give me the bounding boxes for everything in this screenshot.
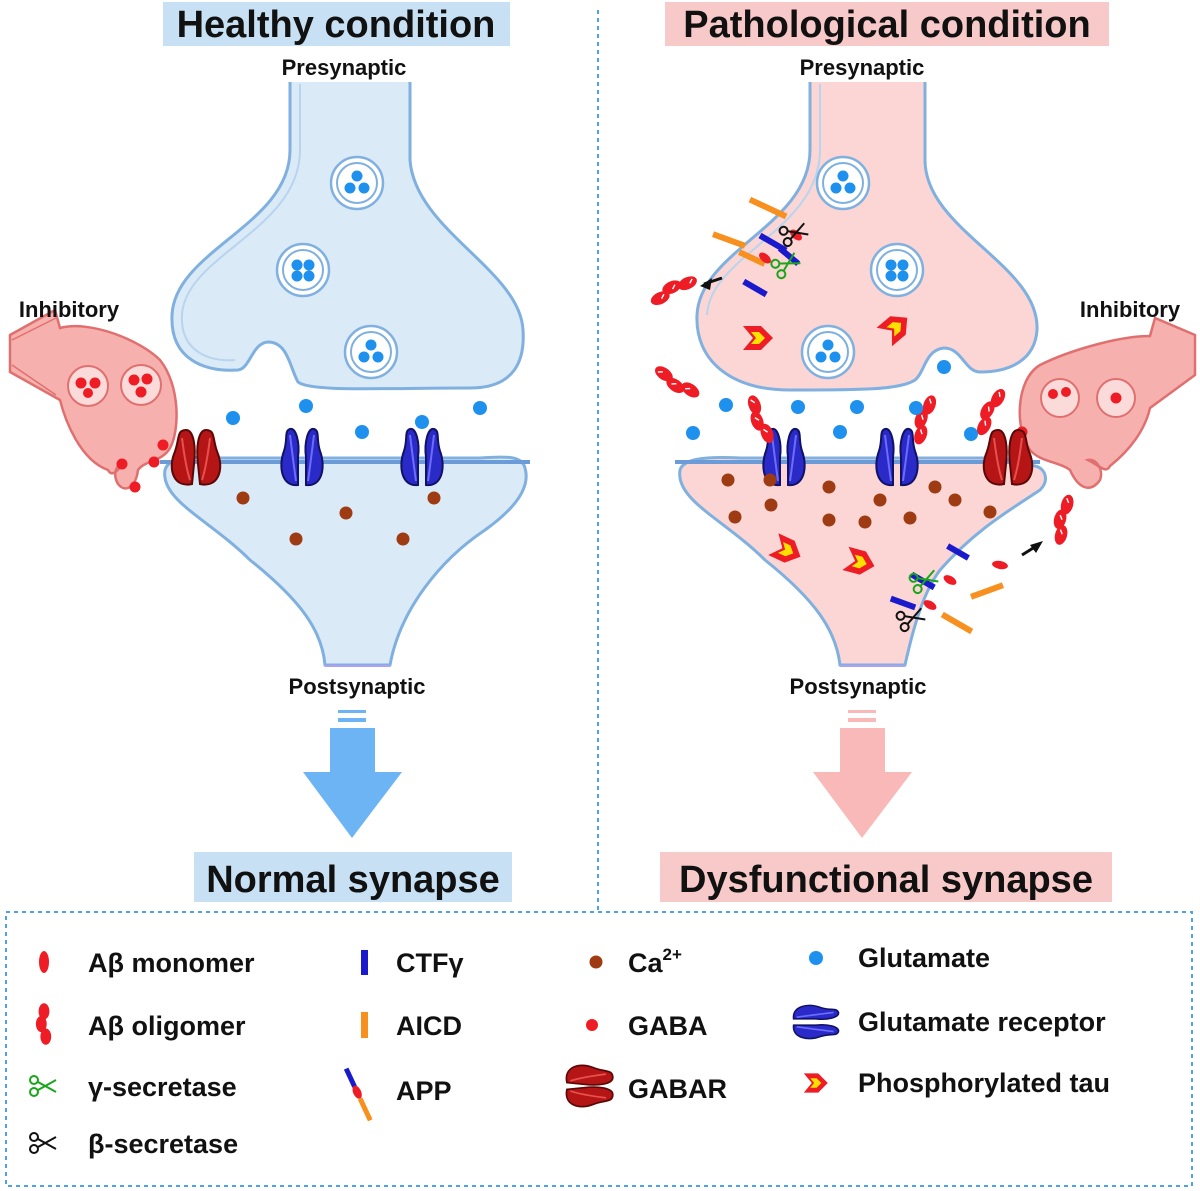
pathological-inhibitory-vesicle-1 [1040,378,1080,418]
healthy-result-bg [194,852,512,902]
pathological-title: Pathological condition [683,4,1090,46]
gamma-secretase-icon [29,1075,57,1097]
legend-calcium-sup: 2+ [663,945,682,964]
phospho-tau-icon [803,1073,828,1093]
pathological-calcium-group [721,473,997,529]
legend-gamma-secretase: γ-secretase [88,1072,237,1102]
gaba-icon [586,1019,598,1031]
pathological-presynaptic-label: Presynaptic [800,55,925,80]
healthy-gaba-dot [116,458,128,470]
legend-beta-secretase: β-secretase [88,1129,238,1159]
healthy-glutamate-dot [473,401,487,415]
legend-gabar: GABAR [628,1074,727,1104]
healthy-postsynaptic-label: Postsynaptic [289,674,426,699]
pathological-result: Dysfunctional synapse [679,859,1093,901]
calcium-icon [589,955,603,969]
pathological-glutamate-dot [719,398,733,412]
pathological-glutamate-dot [909,401,923,415]
healthy-gaba-dot [157,439,169,451]
pathological-postsynaptic-label: Postsynaptic [790,674,927,699]
legend-glutamate: Glutamate [858,943,990,973]
legend-phospho-tau: Phosphorylated tau [858,1068,1110,1098]
healthy-calcium-dot [396,532,410,546]
legend-calcium-base: Ca [628,948,663,978]
pathological-oligomer [649,360,703,406]
pathological-glutamate-dot [850,400,864,414]
legend-calcium: Ca2+ [628,945,682,978]
legend-ab-oligomer: Aβ oligomer [88,1011,246,1041]
pathological-oligomer [645,270,701,309]
healthy-vesicle-2 [275,242,331,298]
healthy-inhibitory-vesicle-1 [67,365,109,407]
pathological-glutamate-dot [686,426,700,440]
healthy-glutamate-dot [415,415,429,429]
healthy-presynaptic-terminal [170,82,525,391]
ctf-gamma-icon [361,950,368,975]
healthy-gaba-dot [148,456,160,468]
healthy-vesicle-3 [343,324,399,380]
beta-secretase-icon [29,1132,57,1154]
pathological-inhibitory-label: Inhibitory [1080,297,1181,322]
legend-aicd: AICD [396,1011,462,1041]
healthy-postsynaptic-terminal [163,455,528,667]
healthy-panel: Healthy condition Presynaptic Postsynapt… [8,2,530,902]
pathological-vesicle-1 [815,155,871,211]
legend-box [5,911,1193,1187]
healthy-result: Normal synapse [206,859,500,901]
pathological-glutamate-dot [833,425,847,439]
healthy-vesicle-1 [329,155,385,211]
legend-glutamate-receptor: Glutamate receptor [858,1007,1106,1037]
healthy-glutamate-dot [226,411,240,425]
pathological-app-cluster-pre [645,196,811,309]
pathological-oligomer [1047,491,1079,547]
healthy-presynaptic-label: Presynaptic [282,55,407,80]
pathological-title-bg [665,2,1109,46]
healthy-inhibitory-label: Inhibitory [19,297,120,322]
pathological-oligomer [741,392,777,448]
pathological-result-bg [660,852,1112,902]
ab-monomer-icon [39,951,49,973]
glutamate-icon [809,951,823,965]
legend-gaba: GABA [628,1011,708,1041]
pathological-vesicle-2 [869,242,925,298]
healthy-calcium-dot [427,491,441,505]
legend-ab-monomer: Aβ monomer [88,948,255,978]
glutamate-receptor-icon [792,1004,840,1040]
healthy-calcium-dot [289,532,303,546]
healthy-title: Healthy condition [177,4,496,46]
healthy-calcium-dot [339,506,353,520]
legend: Aβ monomer Aβ oligomer γ-secretase β-sec… [5,911,1193,1187]
healthy-title-bg [163,2,510,46]
healthy-inhibitory-vesicle-2 [120,364,162,406]
aicd-icon [361,1012,368,1038]
legend-ctf-gamma: CTFγ [396,948,464,978]
gabar-icon [565,1064,614,1108]
pathological-vesicle-3 [800,324,856,380]
pathological-app-cluster-post [889,491,1079,635]
pathological-panel: Pathological condition Presynaptic [645,2,1197,902]
ab-oligomer-icon [35,1003,52,1045]
healthy-down-arrow [303,710,402,838]
legend-app: APP [396,1076,452,1106]
healthy-gaba-dot [129,481,141,493]
healthy-calcium-dot [236,491,250,505]
pathological-presynaptic-terminal [695,82,1039,392]
pathological-glutamate-dot [964,427,978,441]
pathological-down-arrow [813,710,912,838]
pathological-glutamate-dot [937,360,951,374]
pathological-glutamate-dot [791,400,805,414]
healthy-glutamate-dot [355,425,369,439]
healthy-glutamate-dot [299,399,313,413]
app-icon [342,1066,374,1122]
